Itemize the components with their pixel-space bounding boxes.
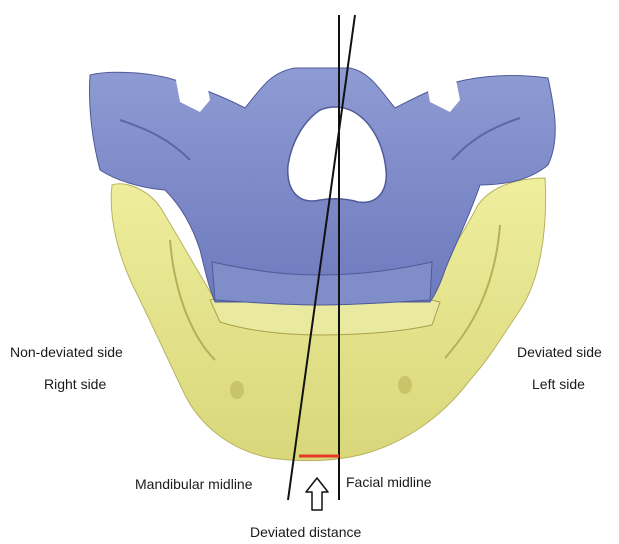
- label-facial-midline: Facial midline: [346, 474, 432, 490]
- label-deviated-side: Deviated side: [517, 344, 602, 360]
- label-left-side: Left side: [532, 376, 585, 392]
- up-arrow-icon: [306, 478, 328, 510]
- label-deviated-distance: Deviated distance: [250, 524, 361, 540]
- label-right-side: Right side: [44, 376, 106, 392]
- label-mandibular-midline: Mandibular midline: [135, 476, 253, 492]
- label-non-deviated-side: Non-deviated side: [10, 344, 123, 360]
